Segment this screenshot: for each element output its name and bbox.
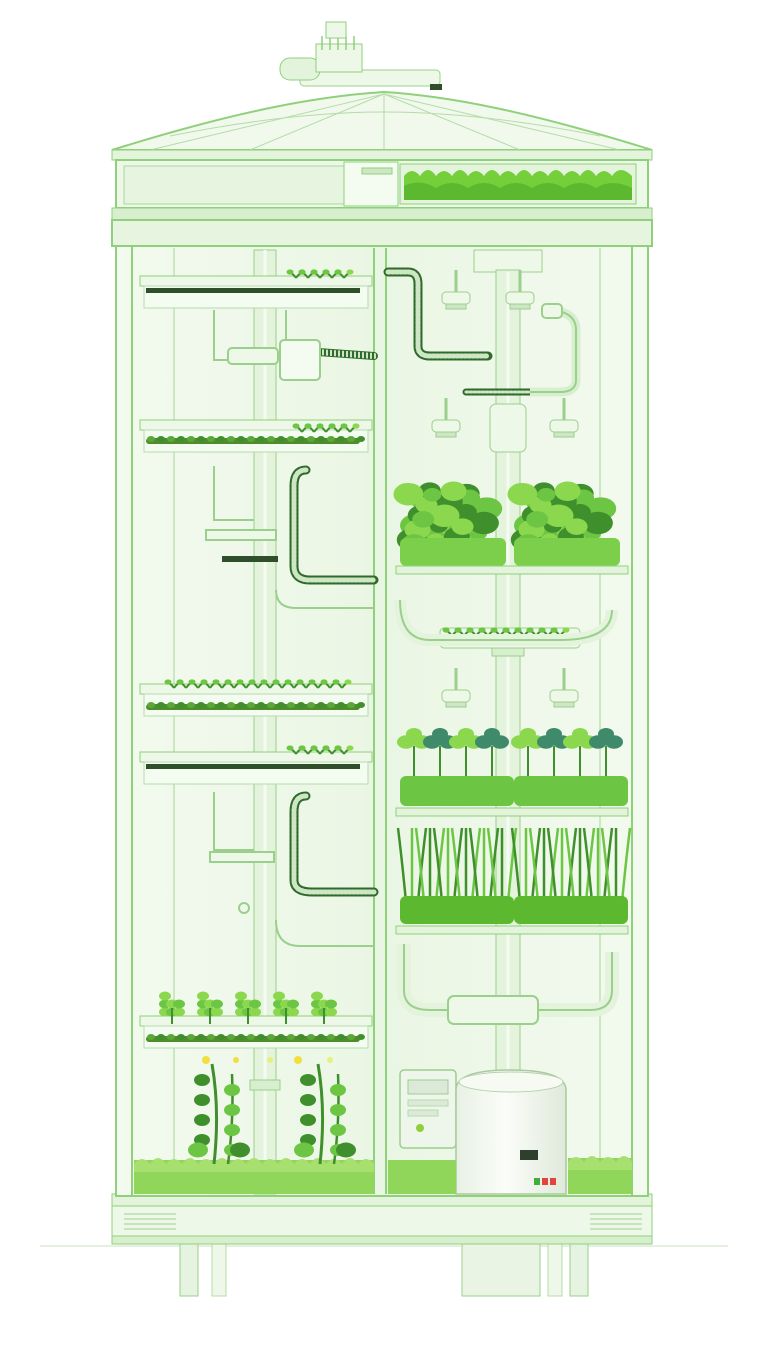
tank-indicator-light <box>550 1178 556 1185</box>
mist-nozzle-icon <box>549 668 579 708</box>
bushy-herb-tray <box>139 991 373 1049</box>
right-riser-pipe <box>473 249 543 1081</box>
tank-indicator-light <box>542 1178 548 1185</box>
frame-posts <box>115 245 649 1197</box>
control-panel-icon <box>399 1069 457 1149</box>
corrugated-hose-icon <box>289 267 538 897</box>
mist-nozzle-icon <box>431 398 461 438</box>
roof-grass-tray <box>399 163 637 205</box>
tank-indicator-light <box>534 1178 540 1185</box>
seedling-tray <box>139 745 373 785</box>
cabinet-base <box>111 1193 653 1245</box>
mist-nozzle-icon <box>505 270 535 310</box>
microgreens-tray <box>139 419 373 453</box>
herb-tray <box>139 679 373 717</box>
mist-nozzle-group <box>431 270 579 708</box>
seedling-tray <box>139 269 373 309</box>
base-vent-left <box>124 1213 176 1230</box>
water-pipes <box>205 303 619 1025</box>
left-shelf-column <box>139 269 373 1049</box>
cabinet-legs <box>179 1239 589 1297</box>
mist-nozzle-icon <box>441 270 471 310</box>
base-vent-right <box>590 1213 642 1230</box>
mist-nozzle-icon <box>549 398 579 438</box>
water-tank-icon <box>455 1069 567 1195</box>
floor-grass-bed <box>134 1156 632 1194</box>
sensor-lights <box>202 1056 333 1064</box>
left-riser-pipe <box>249 249 281 1195</box>
grass-tray <box>395 827 632 935</box>
exhaust-fan-icon <box>279 21 442 90</box>
mixed-greens-tray <box>395 728 629 817</box>
tank-indicator-lights <box>534 1178 556 1185</box>
mist-nozzle-icon <box>441 668 471 708</box>
leafy-greens-tray <box>393 481 629 575</box>
tall-plant-bed <box>188 1063 356 1165</box>
